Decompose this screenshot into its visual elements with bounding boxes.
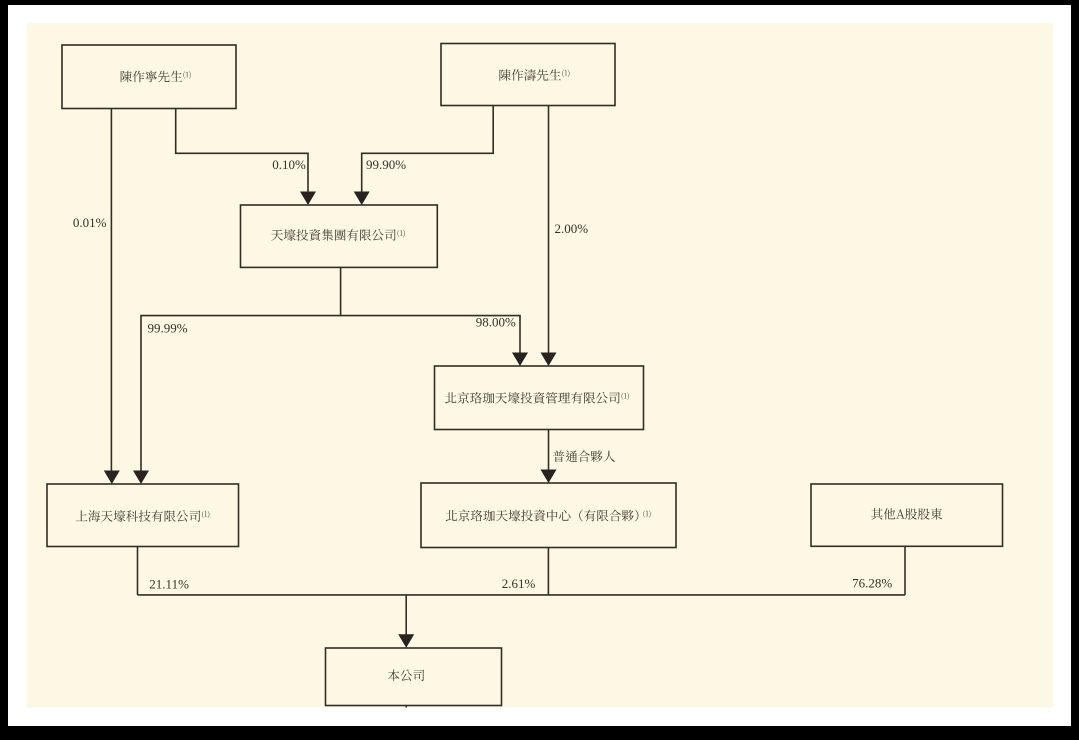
svg-text:2.61%: 2.61% [502,576,536,591]
svg-text:76.28%: 76.28% [852,576,892,591]
svg-text:2.00%: 2.00% [555,221,589,236]
svg-text:0.01%: 0.01% [73,215,107,230]
svg-text:99.90%: 99.90% [366,157,406,172]
svg-text:98.00%: 98.00% [476,315,516,330]
svg-text:0.10%: 0.10% [272,157,306,172]
svg-text:99.99%: 99.99% [148,321,188,336]
svg-text:21.11%: 21.11% [149,577,189,592]
